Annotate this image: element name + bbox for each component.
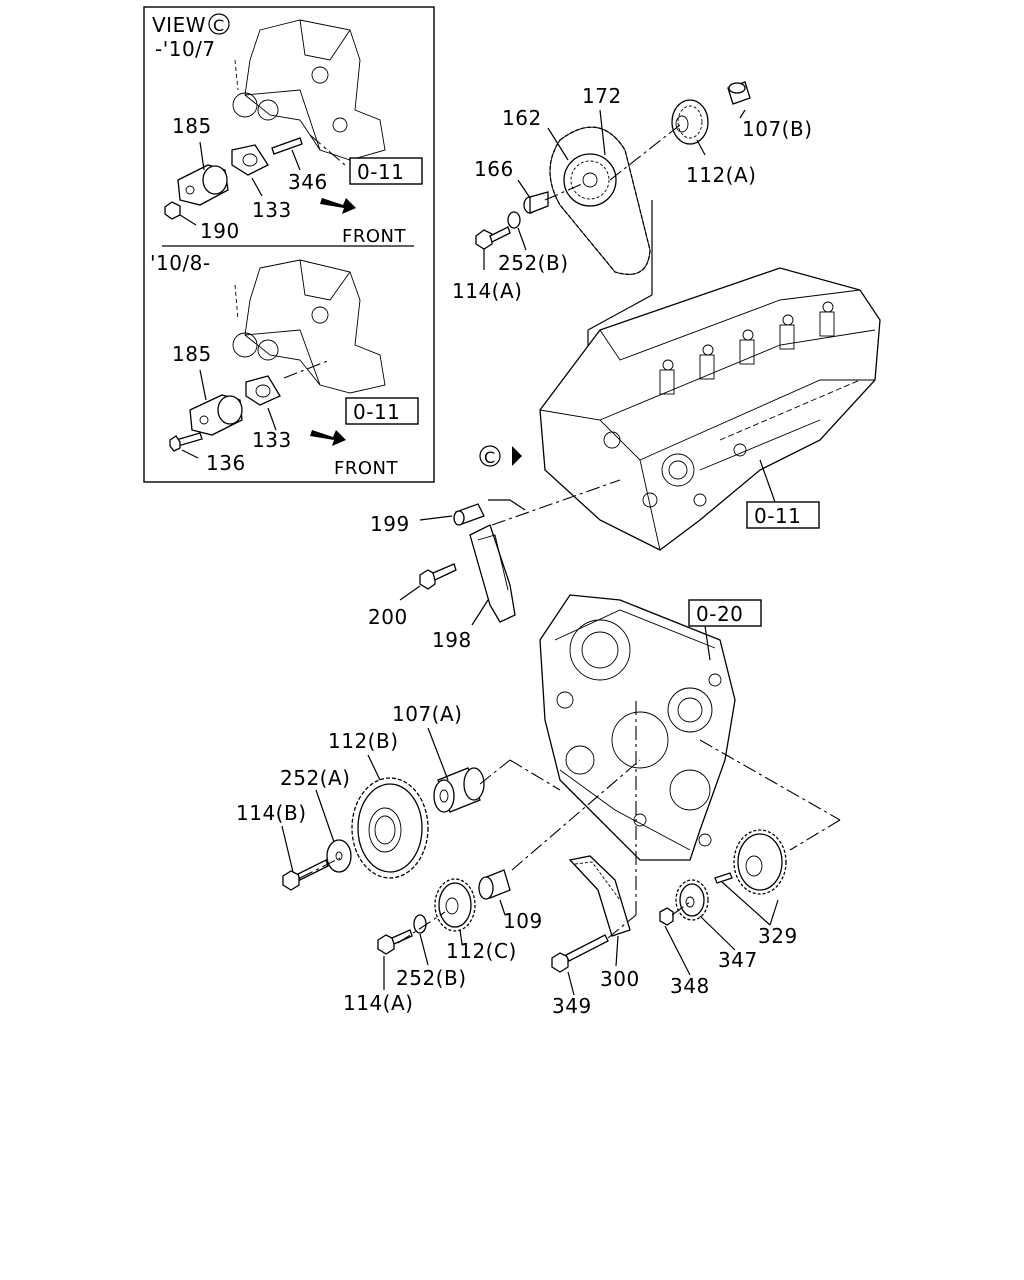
label-107b: 107(B) xyxy=(742,117,813,141)
view-letter: C xyxy=(213,16,225,35)
idler-shaft-107a xyxy=(433,767,485,813)
key-pin xyxy=(714,872,733,884)
label-109: 109 xyxy=(503,909,543,933)
label-199: 199 xyxy=(370,512,410,536)
view-arrow-icon xyxy=(512,446,522,466)
inset-upper-label-346: 346 xyxy=(288,170,328,194)
inset-lower-label-136: 136 xyxy=(206,451,246,475)
ref-box-head-text: 0-11 xyxy=(754,504,801,528)
label-200: 200 xyxy=(368,605,408,629)
idler-gear-112b xyxy=(351,777,429,879)
inset-ref-box-lower xyxy=(345,397,419,425)
label-112b: 112(B) xyxy=(328,729,399,753)
front-arrow-icon-upper xyxy=(320,198,356,214)
pin-199 xyxy=(453,503,485,526)
bush-109 xyxy=(478,869,511,900)
timing-gear-case xyxy=(539,594,736,861)
label-348: 348 xyxy=(670,974,710,998)
view-marker-letter: C xyxy=(484,448,496,467)
inset-title: VIEW xyxy=(152,13,206,37)
pin-107b xyxy=(727,81,751,105)
view-marker-circle xyxy=(479,445,501,467)
bolt-114b xyxy=(282,859,329,891)
sprocket-162 xyxy=(563,153,617,207)
bolt-114a-top xyxy=(475,226,511,250)
inset-upper-range: -'10/7 xyxy=(155,37,216,61)
cylinder-head xyxy=(539,267,881,551)
label-112a: 112(A) xyxy=(686,163,756,187)
label-172: 172 xyxy=(582,84,622,108)
label-112c: 112(C) xyxy=(446,939,517,963)
label-198: 198 xyxy=(432,628,472,652)
label-300: 300 xyxy=(600,967,640,991)
label-162: 162 xyxy=(502,106,542,130)
inset-ref-box-upper-text: 0-11 xyxy=(357,160,404,184)
upper-block-sketch xyxy=(232,19,386,161)
bolt-349 xyxy=(551,934,609,973)
inset-panel: VIEW C -'10/7 '10/8- xyxy=(143,6,435,483)
lower-block-sketch xyxy=(232,259,386,394)
ref-box-case xyxy=(688,599,762,627)
inset-upper-label-190: 190 xyxy=(200,219,240,243)
tensioner-185-lower xyxy=(189,394,243,436)
ref-box-head xyxy=(746,501,820,529)
nut-348 xyxy=(659,907,674,926)
gear-347 xyxy=(675,879,709,921)
label-114a-bottom: 114(A) xyxy=(343,991,413,1015)
inset-lower-label-133: 133 xyxy=(252,428,292,452)
washer-252a xyxy=(326,839,352,873)
tensioner-185-upper xyxy=(177,164,229,206)
washer-252b-bottom xyxy=(413,914,427,934)
label-252a: 252(A) xyxy=(280,766,350,790)
inset-lower-label-185: 185 xyxy=(172,342,212,366)
label-252b-top: 252(B) xyxy=(498,251,569,275)
label-347: 347 xyxy=(718,948,758,972)
view-letter-circle xyxy=(208,13,230,35)
label-114a-top: 114(A) xyxy=(452,279,522,303)
label-166: 166 xyxy=(474,157,514,181)
gasket-133-lower xyxy=(245,375,281,406)
label-252b-bottom: 252(B) xyxy=(396,966,467,990)
inset-ref-box-upper xyxy=(349,157,423,185)
chain-guide-300 xyxy=(568,855,631,937)
bolt-200 xyxy=(419,563,457,590)
bolt-114a-bottom xyxy=(377,929,413,955)
ref-box-case-text: 0-20 xyxy=(696,602,743,626)
inset-front-lower: FRONT xyxy=(334,458,398,479)
inset-lower-range: '10/8- xyxy=(150,251,211,275)
bolt-136 xyxy=(169,432,203,452)
washer-252b-top xyxy=(507,211,521,229)
gear-112c xyxy=(434,878,476,932)
chain-guide-198 xyxy=(469,524,516,623)
gear-112a xyxy=(671,99,709,145)
gear-329 xyxy=(733,829,787,895)
inset-upper-label-185: 185 xyxy=(172,114,212,138)
label-107a: 107(A) xyxy=(392,702,462,726)
label-349: 349 xyxy=(552,994,592,1018)
label-329: 329 xyxy=(758,924,798,948)
inset-front-upper: FRONT xyxy=(342,226,406,247)
front-arrow-icon-lower xyxy=(310,430,346,446)
inset-upper-label-133: 133 xyxy=(252,198,292,222)
label-114b: 114(B) xyxy=(236,801,307,825)
gasket-133-upper xyxy=(231,144,269,176)
stud-346 xyxy=(271,137,303,155)
inset-ref-box-lower-text: 0-11 xyxy=(353,400,400,424)
